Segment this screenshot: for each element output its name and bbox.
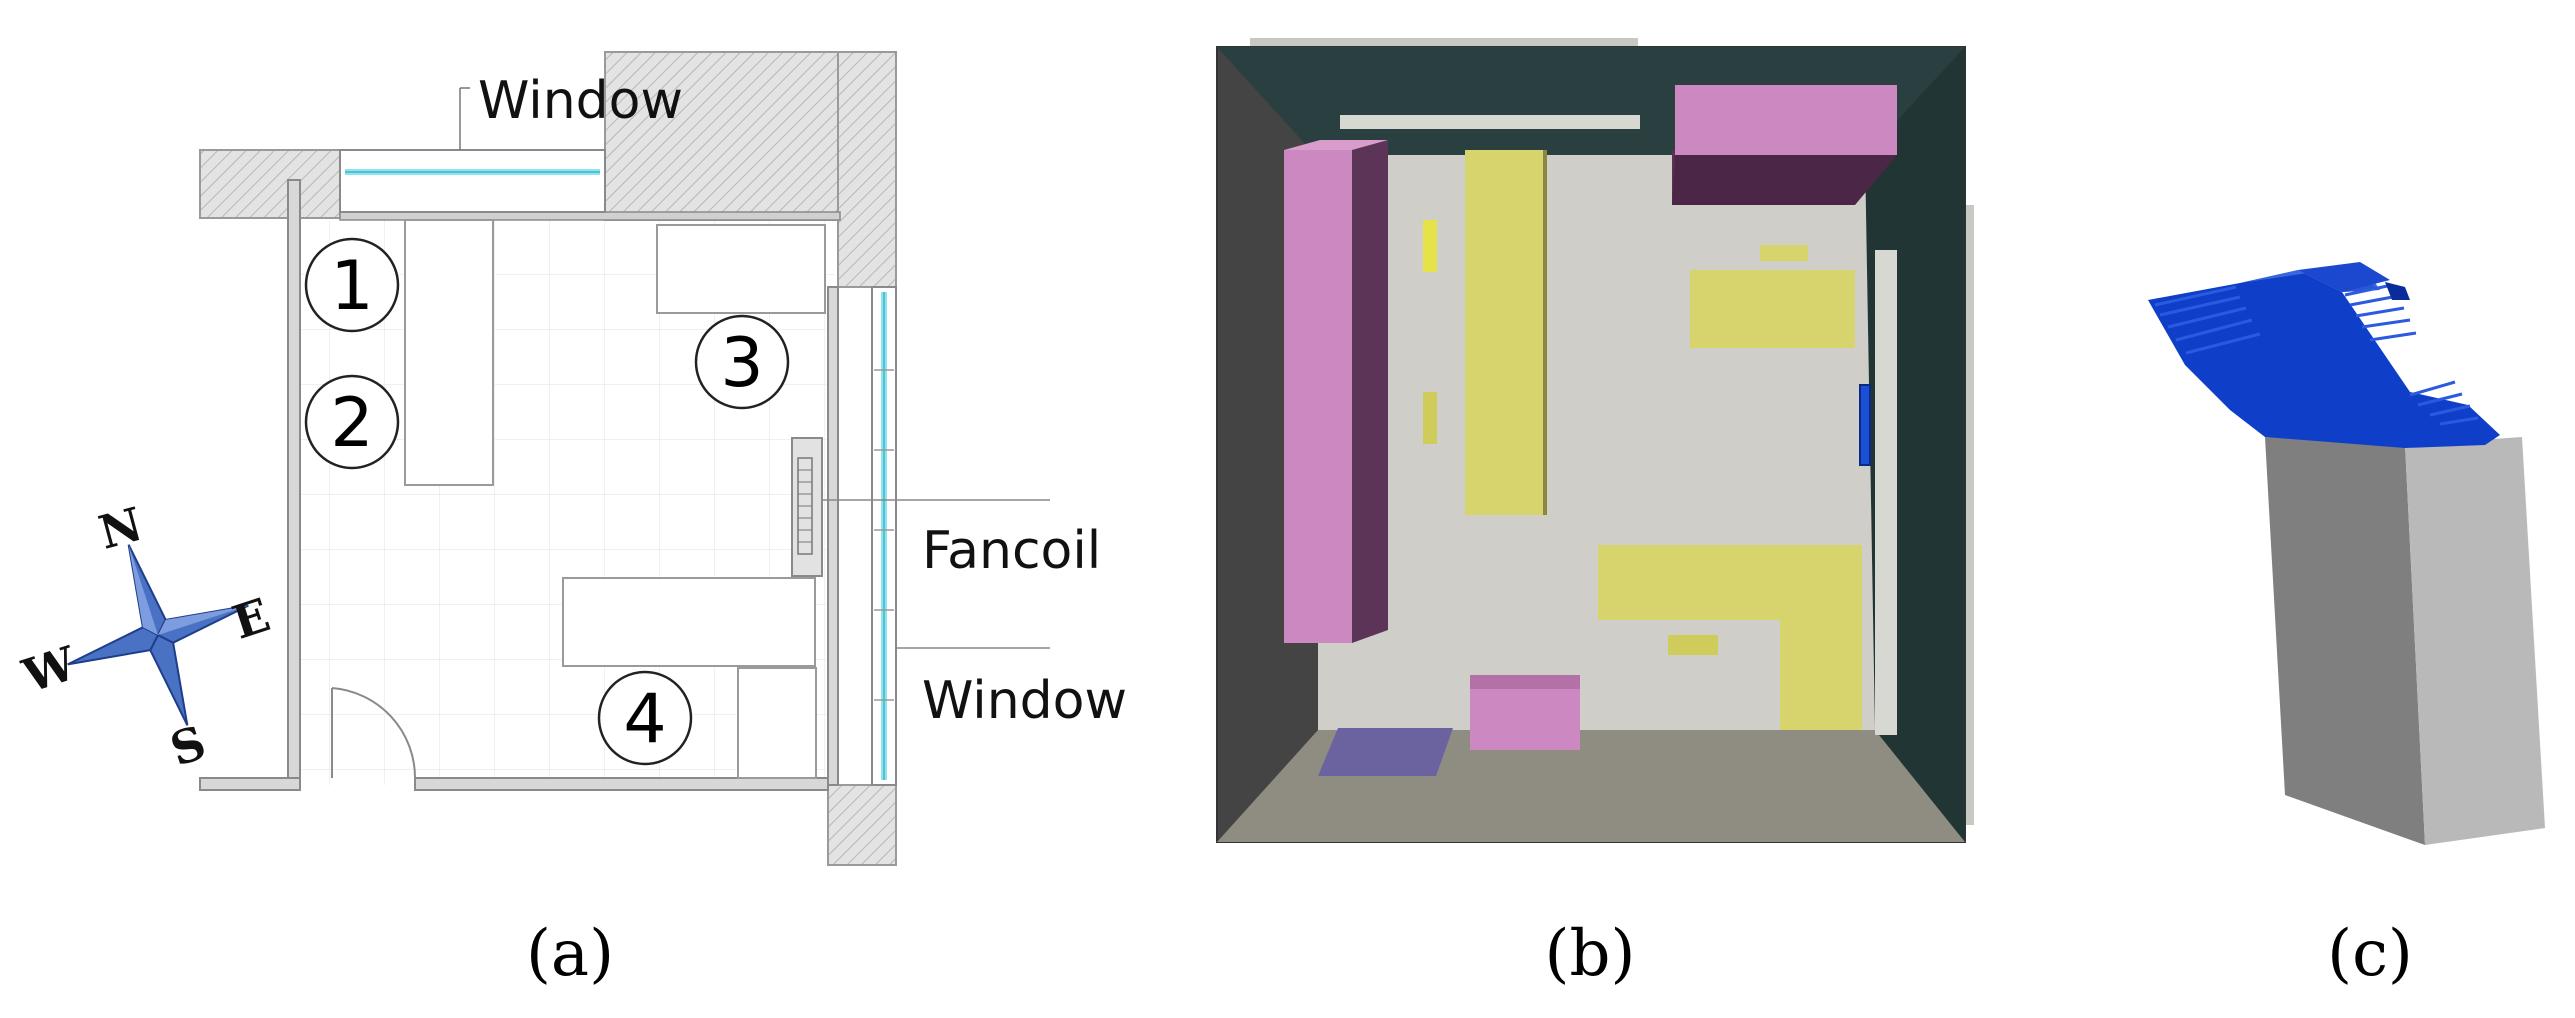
zone-marker-3: 3	[694, 314, 790, 410]
side-desk-zone-4	[737, 667, 817, 779]
compass-s: S	[164, 715, 212, 777]
fancoil-model-panel: (c)	[2148, 262, 2545, 991]
east-window-slab	[1875, 250, 1897, 735]
chair-1	[1423, 220, 1437, 272]
caption-b: (b)	[1545, 917, 1636, 991]
south-box-top	[1470, 675, 1580, 689]
caption-c: (c)	[2327, 917, 2413, 991]
compass-rose-icon	[67, 544, 249, 726]
north-window-slab	[1340, 115, 1640, 129]
south-wall-3d	[1217, 730, 1965, 842]
l-desk	[1598, 545, 1862, 730]
top-edge-strip	[1250, 38, 1638, 48]
west-cabinet	[1284, 150, 1352, 643]
fan-blades-icon	[2148, 262, 2500, 448]
top-left-wall	[199, 149, 341, 219]
bottom-right-wall	[827, 784, 897, 866]
right-window	[871, 286, 897, 786]
svg-text:3: 3	[720, 324, 763, 403]
window-top-label: Window	[478, 71, 683, 131]
center-desk	[1465, 150, 1543, 515]
door	[331, 687, 417, 779]
zone-marker-2: 2	[304, 374, 400, 470]
zone-marker-1: 1	[304, 237, 400, 333]
compass-w: W	[16, 636, 84, 704]
south-wall-left	[199, 777, 301, 791]
center-desk-edge	[1543, 150, 1547, 515]
floor-plan-panel: Window Fancoil Window	[16, 51, 1127, 991]
svg-text:4: 4	[623, 680, 666, 759]
svg-text:1: 1	[330, 247, 373, 326]
fancoil-label: Fancoil	[922, 521, 1101, 581]
compass-n: N	[93, 497, 148, 560]
ne-cabinet-bottom-shade	[1672, 155, 1897, 205]
box-right-face	[2405, 437, 2545, 845]
desk-zone-4	[562, 577, 816, 667]
svg-text:2: 2	[330, 384, 373, 463]
floor-rug	[1318, 728, 1453, 776]
ne-cabinet	[1675, 85, 1897, 155]
east-wall	[827, 286, 839, 786]
window-right-label: Window	[922, 671, 1127, 731]
l-desk-chair	[1668, 635, 1718, 655]
west-cabinet-top	[1284, 140, 1388, 150]
compass-e: E	[226, 587, 276, 649]
desk-zone-1-2	[404, 219, 494, 486]
top-window	[339, 87, 606, 213]
caption-a: (a)	[526, 917, 614, 991]
chair-2	[1423, 392, 1437, 444]
room-model-panel: (b)	[1216, 38, 1974, 991]
desk-3-chair	[1760, 245, 1808, 261]
west-wall	[287, 179, 301, 786]
north-inner-wall	[339, 211, 841, 221]
box-left-face	[2265, 437, 2425, 845]
west-cabinet-side	[1352, 140, 1388, 643]
fancoil-3d	[1859, 384, 1871, 466]
fancoil-unit	[791, 437, 1050, 577]
desk-zone-3	[656, 224, 826, 314]
zone-marker-4: 4	[597, 670, 693, 766]
desk-3-3d	[1690, 270, 1855, 348]
right-wall-column	[837, 51, 897, 288]
south-box	[1470, 680, 1580, 750]
east-window-frame	[1966, 205, 1974, 825]
south-wall-right	[414, 777, 829, 791]
